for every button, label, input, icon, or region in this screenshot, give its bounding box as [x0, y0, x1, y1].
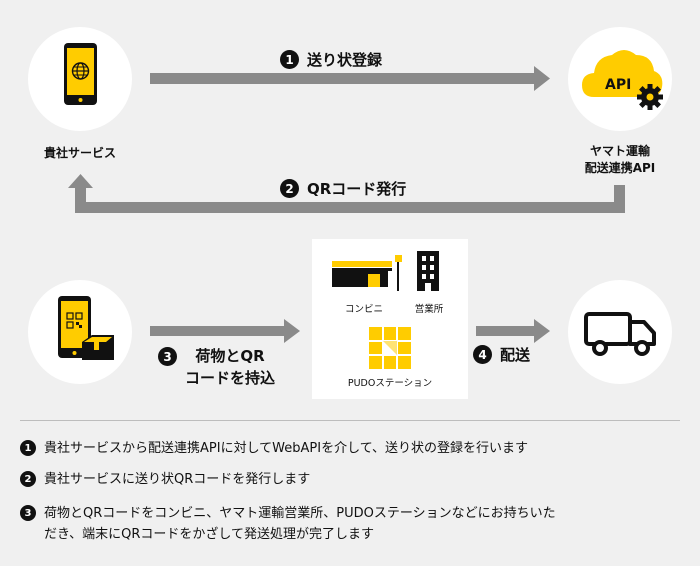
dropoff-icons	[332, 251, 439, 369]
note-2-text: 貴社サービスに送り状QRコードを発行します	[44, 472, 311, 487]
note-2: 2 貴社サービスに送り状QRコードを発行します	[20, 469, 310, 490]
step1-text: 送り状登録	[307, 51, 383, 69]
yamato-api-node: API	[568, 27, 672, 131]
convenience-label: コンビニ	[344, 304, 383, 315]
step1-label: 1 送り状登録	[280, 49, 382, 70]
yamato-api-label-line2: 配送連携API	[584, 161, 656, 175]
convenience-store-icon	[332, 255, 402, 291]
flow-arrows	[68, 66, 625, 343]
step4-label: 4 配送	[473, 344, 530, 365]
note-3: 3 荷物とQRコードをコンビニ、ヤマト運輸営業所、PUDOステーションなどにお持…	[20, 503, 680, 545]
arrow-step4	[476, 319, 550, 343]
api-badge-text: API	[605, 77, 632, 93]
step3-label: 3 荷物とQR コードを持込	[158, 345, 275, 389]
step2-number: 2	[280, 179, 299, 198]
yamato-api-label-line1: ヤマト運輸	[589, 144, 650, 158]
section-divider	[20, 420, 680, 421]
pudo-locker-icon	[369, 327, 411, 369]
office-building-icon	[417, 251, 439, 291]
note-3-text-line2: だき、端末にQRコードをかざして発送処理が完了します	[44, 527, 374, 542]
step4-number: 4	[473, 345, 492, 364]
arrow-step1	[150, 66, 550, 91]
note-1-text: 貴社サービスから配送連携APIに対してWebAPIを介して、送り状の登録を行いま…	[44, 441, 529, 456]
delivery-truck-icon	[584, 312, 656, 356]
pudo-label: PUDOステーション	[347, 378, 433, 389]
step3-text: 荷物とQR コードを持込	[185, 345, 275, 389]
office-label: 営業所	[414, 304, 444, 315]
step3-number: 3	[158, 347, 177, 366]
note-3-text-line1: 荷物とQRコードをコンビニ、ヤマト運輸営業所、PUDOステーションなどにお持ちい…	[44, 506, 556, 521]
note-3-text: 荷物とQRコードをコンビニ、ヤマト運輸営業所、PUDOステーションなどにお持ちい…	[44, 503, 556, 545]
your-service-node	[28, 27, 132, 131]
note-1-number: 1	[20, 440, 36, 456]
arrow-step2	[68, 174, 625, 213]
your-service-label: 貴社サービス	[43, 146, 116, 160]
step3-text-line2: コードを持込	[185, 369, 276, 387]
phone-globe-icon	[64, 43, 97, 105]
step1-number: 1	[280, 50, 299, 69]
yamato-api-label: ヤマト運輸 配送連携API	[560, 143, 680, 177]
note-2-number: 2	[20, 471, 36, 487]
dropoff-locations-panel: コンビニ 営業所 PUDOステーション	[312, 239, 468, 399]
delivery-node	[568, 280, 672, 384]
cloud-api-gear-icon	[582, 50, 663, 110]
note-1: 1 貴社サービスから配送連携APIに対してWebAPIを介して、送り状の登録を行…	[20, 438, 528, 459]
customer-phone-node	[28, 280, 132, 384]
step3-text-line1: 荷物とQR	[195, 347, 265, 365]
step4-text: 配送	[500, 346, 531, 364]
phone-qr-parcel-icon	[58, 296, 114, 360]
note-3-number: 3	[20, 505, 36, 521]
arrow-step3	[150, 319, 300, 343]
step2-label: 2 QRコード発行	[280, 178, 406, 199]
step2-text: QRコード発行	[307, 180, 407, 198]
